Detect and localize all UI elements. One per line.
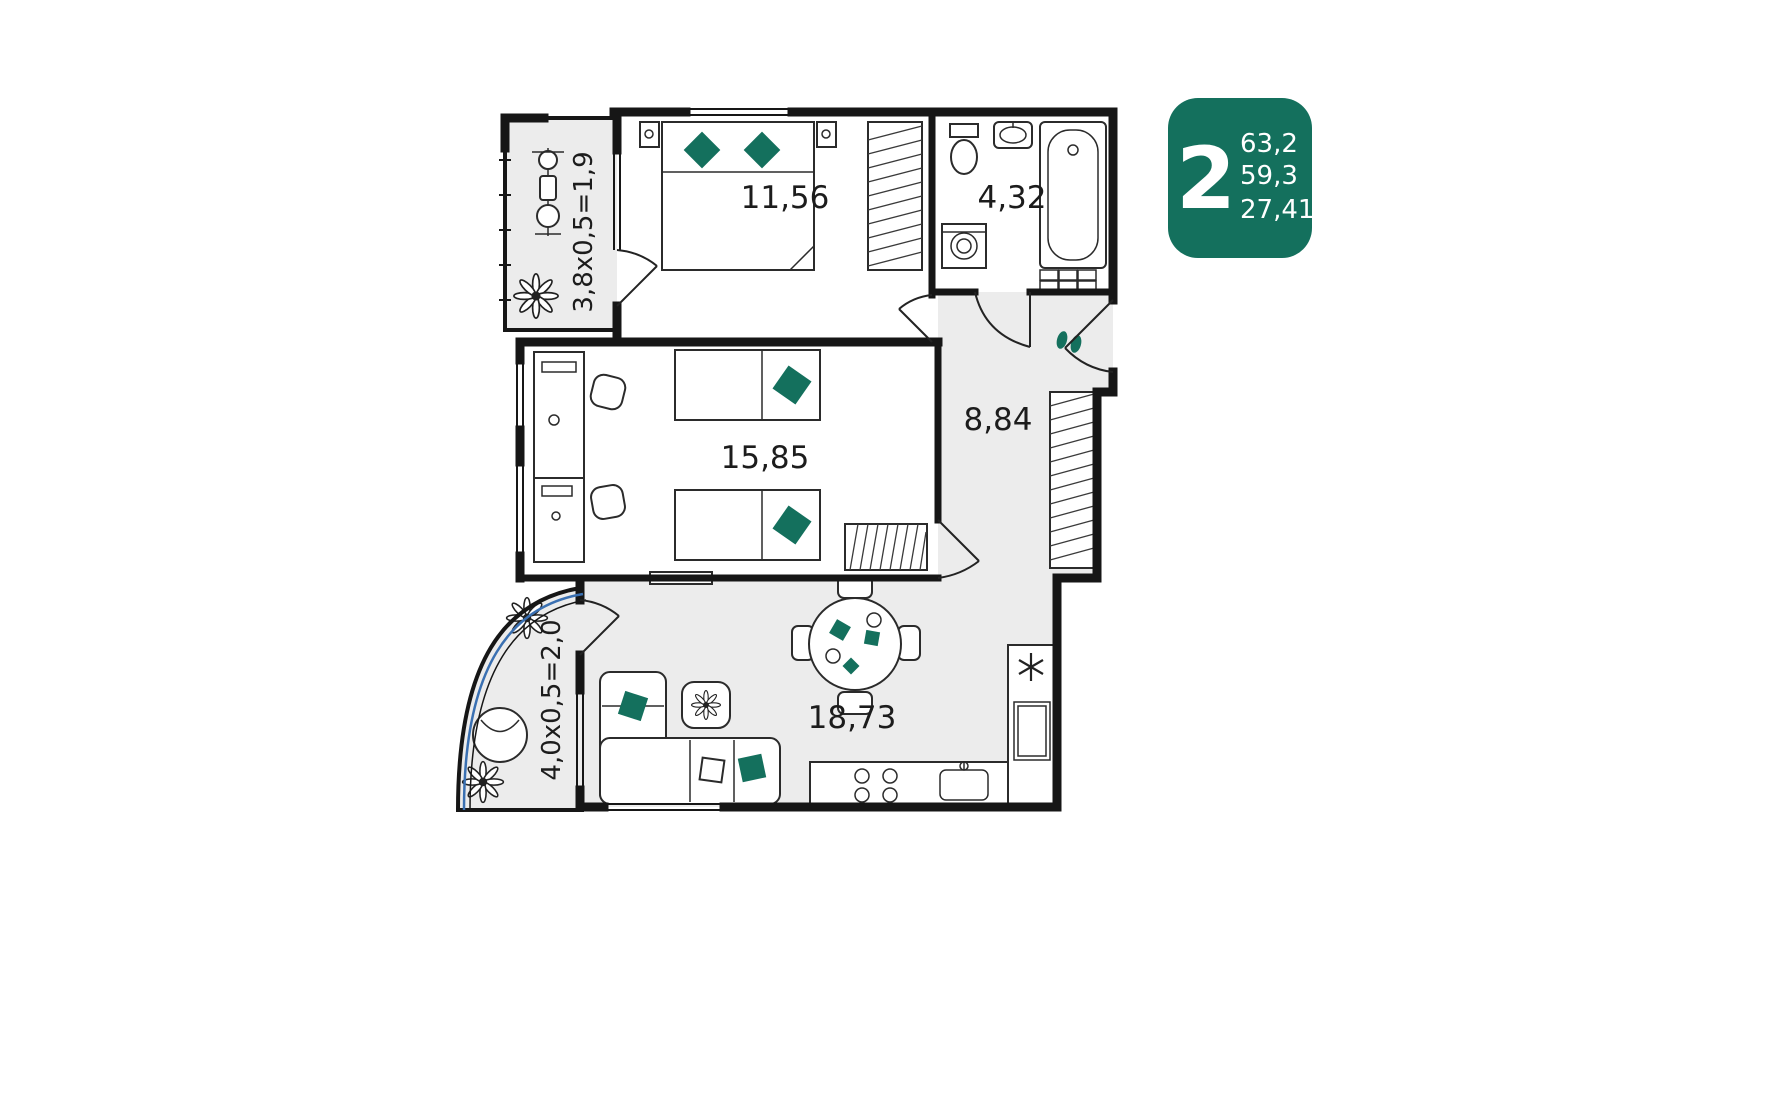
- walls: [455, 107, 1118, 813]
- window-icon-2: [516, 360, 524, 430]
- kitchen-sink-icon: [939, 761, 989, 801]
- bed-single-icon-2: [674, 489, 821, 561]
- area-badge: 2 63,2 59,3 27,41: [1168, 98, 1314, 258]
- wardrobe-icon-2: [844, 523, 928, 571]
- cabinet-icon: [1039, 269, 1097, 292]
- washing-machine-icon: [941, 223, 987, 269]
- room-label-bedroom2: 15,85: [721, 440, 810, 476]
- coffee-table-icon: [681, 681, 731, 729]
- stove-icon: [854, 768, 898, 803]
- wardrobe-icon: [867, 121, 923, 271]
- hall-wardrobe-icon: [1049, 391, 1095, 569]
- room-label-balcony-bottom: 4,0х0,5=2,0: [537, 619, 567, 780]
- bathtub-icon: [1039, 121, 1107, 269]
- window-icon-5: [613, 150, 621, 250]
- badge-background: [1168, 98, 1312, 258]
- door-icon-entrance: [1064, 299, 1114, 373]
- window-icon: [686, 108, 792, 116]
- doors: [579, 249, 1114, 656]
- exercise-machine-icon: [532, 148, 564, 236]
- sink-icon: [993, 121, 1033, 149]
- plant-icon-3: [461, 760, 505, 804]
- railing-ticks: [499, 159, 511, 301]
- bed-single-icon: [674, 349, 821, 421]
- badge-area-living: 59,3: [1240, 161, 1298, 191]
- room-label-bedroom1: 11,56: [741, 180, 830, 216]
- glass-line: [462, 592, 584, 811]
- door-icon-bathroom: [974, 291, 1031, 348]
- door-icon-bedroom1: [898, 294, 933, 343]
- door-icon-bedroom2: [937, 519, 980, 579]
- window-icon-6: [576, 690, 584, 790]
- bed-double-icon: [639, 121, 837, 271]
- dining-table-icon: [791, 575, 921, 715]
- door-icon-balcony-bottom: [579, 599, 620, 656]
- room-label-hallway: 8,84: [963, 402, 1032, 438]
- desk-icon: [533, 351, 627, 563]
- window-icon-3: [516, 462, 524, 556]
- badge-room-count: 2: [1176, 129, 1236, 229]
- windows: [499, 108, 792, 811]
- plant-icon: [513, 273, 559, 319]
- badge-area-total: 63,2: [1240, 129, 1298, 159]
- toilet-icon: [949, 123, 979, 175]
- window-icon-4: [604, 803, 724, 811]
- sofa-icon: [599, 671, 781, 805]
- room-label-living: 18,73: [808, 700, 897, 736]
- room-label-balcony-top: 3,8х0,5=1,9: [569, 151, 599, 312]
- door-icon-balcony-top: [616, 249, 658, 307]
- room-labels: 11,56 4,32 15,85 8,84 18,73 3,8х0,5=1,9 …: [537, 151, 1047, 780]
- snowflake-icon: [1018, 653, 1044, 681]
- hanging-chair-icon: [472, 707, 528, 763]
- room-fills: [458, 118, 1113, 810]
- badge-area-kitchen: 27,41: [1240, 195, 1314, 225]
- room-label-bathroom: 4,32: [977, 180, 1046, 216]
